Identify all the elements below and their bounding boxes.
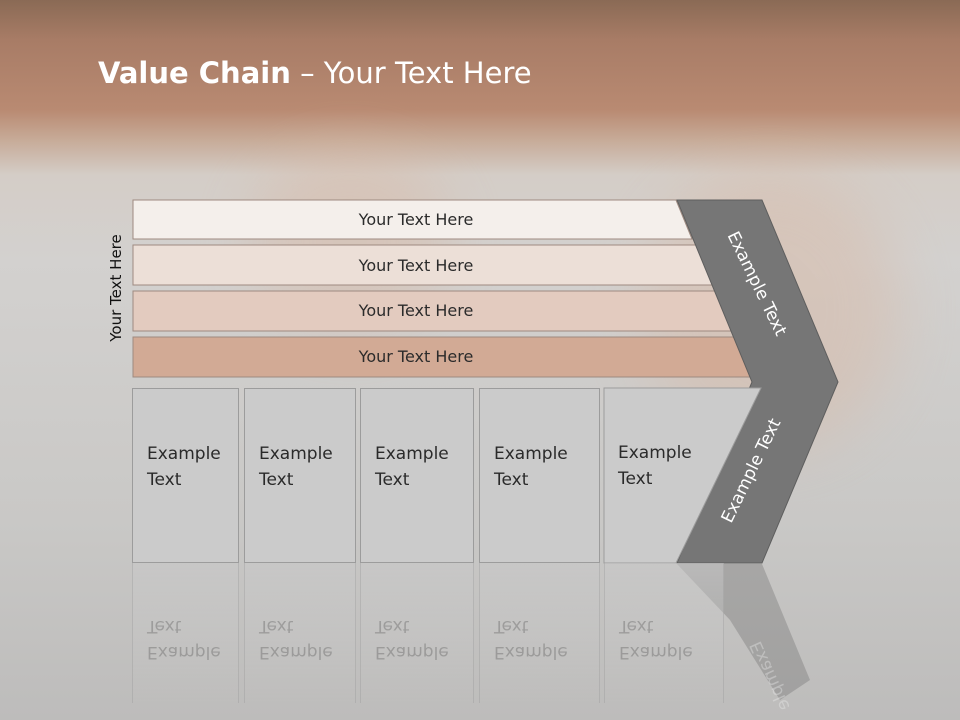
box-reflection-1: Example Text — [132, 563, 239, 703]
box-reflection-5: Example Text — [604, 563, 724, 703]
box-reflection-2: Example Text — [244, 563, 356, 703]
reflection-label: Example Text — [494, 616, 568, 662]
activity-box-label: Example Text — [494, 444, 568, 490]
activity-box-label: Example Text — [375, 444, 449, 490]
reflection-label: Example Text — [259, 616, 333, 662]
row-1: Your Text Here — [133, 200, 699, 239]
title-bold: Value Chain — [98, 56, 291, 90]
activity-box-3: Example Text — [360, 388, 474, 563]
activity-box-5-text: Example Text — [604, 388, 724, 563]
row-3: Your Text Here — [133, 291, 699, 330]
reflection-label: Example Text — [147, 616, 221, 662]
title-rest: – Your Text Here — [290, 56, 532, 90]
reflection-label: Example Text — [375, 616, 449, 662]
activity-box-label: Example Text — [259, 444, 333, 490]
box-reflection-4: Example Text — [479, 563, 600, 703]
row-label: Your Text Here — [358, 210, 474, 229]
activity-box-label: Example Text — [147, 444, 221, 490]
activity-box-label: Example Text — [618, 443, 692, 489]
activity-box-2: Example Text — [244, 388, 356, 563]
activity-box-4: Example Text — [479, 388, 600, 563]
reflection-label: Example Text — [619, 616, 693, 662]
row-label: Your Text Here — [358, 256, 474, 275]
row-bar-1 — [132, 199, 693, 240]
row-label: Your Text Here — [358, 301, 474, 320]
slide-title: Value Chain – Your Text Here — [98, 56, 532, 90]
row-4: Your Text Here — [133, 337, 699, 376]
row-label: Your Text Here — [358, 347, 474, 366]
row-2: Your Text Here — [133, 246, 699, 285]
activity-box-1: Example Text — [132, 388, 239, 563]
box-reflection-3: Example Text — [360, 563, 474, 703]
